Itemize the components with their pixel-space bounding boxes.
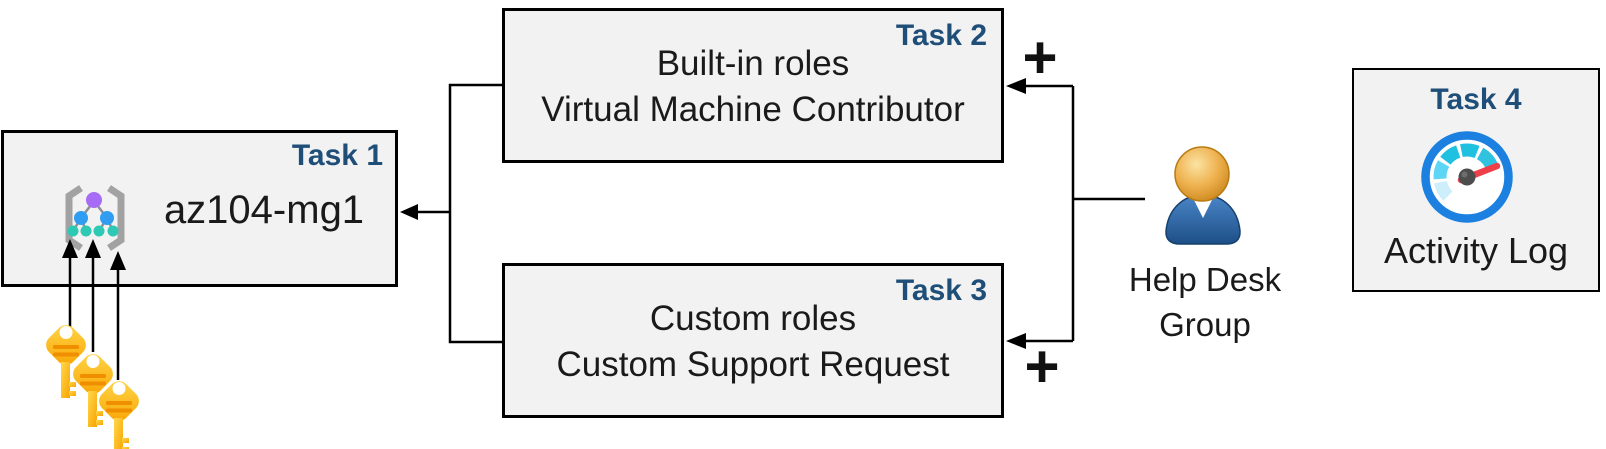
task2-box: Task 2 Built-in roles Virtual Machine Co… xyxy=(502,8,1004,163)
task4-box: Task 4 Activity Log xyxy=(1352,68,1600,292)
user-icon xyxy=(1165,146,1241,245)
task2-line2: Virtual Machine Contributor xyxy=(541,90,965,129)
task4-label: Task 4 xyxy=(1430,83,1522,116)
left-bracket-connector xyxy=(448,83,502,344)
user-body xyxy=(1165,194,1241,245)
leaf-node xyxy=(67,225,79,237)
plus-icon-bottom: + xyxy=(1024,333,1060,400)
key-icon xyxy=(73,354,113,427)
user-collar xyxy=(1192,196,1214,218)
child-node xyxy=(74,211,88,225)
help-desk-line2: Group xyxy=(1159,306,1251,343)
gauge-icon xyxy=(1421,131,1513,223)
task1-box: Task 1 az104-mg1 xyxy=(1,130,398,287)
management-group-icon xyxy=(65,185,125,251)
task3-line2: Custom Support Request xyxy=(556,345,950,384)
help-desk-group-caption: Help Desk Group xyxy=(1095,257,1315,347)
gauge-hub xyxy=(1458,168,1476,186)
gauge-hub-highlight xyxy=(1461,171,1468,178)
key-icon xyxy=(99,381,139,449)
task3-label: Task 3 xyxy=(895,274,987,307)
activity-log-caption: Activity Log xyxy=(1383,230,1569,271)
key-icon xyxy=(46,325,86,398)
leaf-node xyxy=(80,225,92,237)
keys-group xyxy=(46,325,139,449)
leaf-node xyxy=(107,225,119,237)
root-node xyxy=(86,192,102,208)
task2-label: Task 2 xyxy=(895,19,987,52)
child-node xyxy=(100,211,114,225)
user-head xyxy=(1174,146,1230,202)
task3-text: Custom roles Custom Support Request xyxy=(505,296,1001,388)
leaf-node xyxy=(93,225,105,237)
bracket-right xyxy=(107,185,125,251)
task2-line1: Built-in roles xyxy=(656,44,850,83)
task3-line1: Custom roles xyxy=(649,299,857,338)
task3-box: Task 3 Custom roles Custom Support Reque… xyxy=(502,263,1004,418)
help-desk-line1: Help Desk xyxy=(1128,261,1282,298)
management-group-name: az104-mg1 xyxy=(163,188,365,232)
task1-label: Task 1 xyxy=(291,139,383,172)
plus-icon-top: + xyxy=(1022,24,1058,91)
task2-text: Built-in roles Virtual Machine Contribut… xyxy=(505,41,1001,133)
arrowhead-task1 xyxy=(400,204,418,220)
